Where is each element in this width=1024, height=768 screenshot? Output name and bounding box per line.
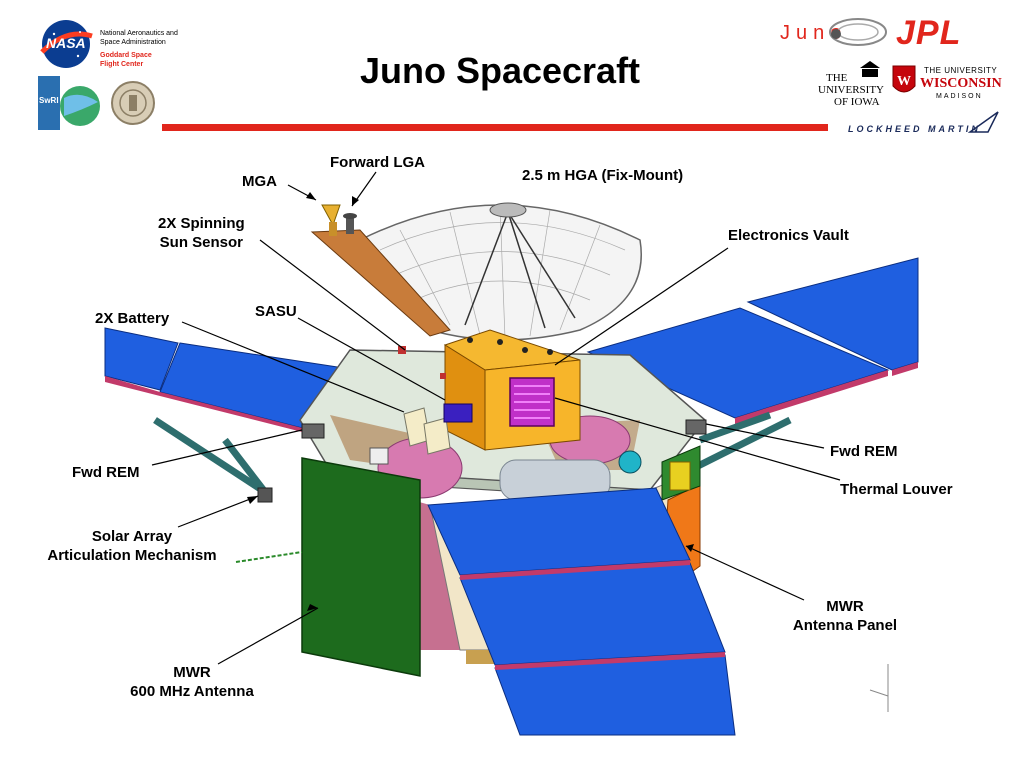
iowa-line2: UNIVERSITY: [818, 84, 884, 96]
goddard-line2: Flight Center: [100, 61, 144, 68]
cyan-sensor: [618, 450, 642, 474]
label-hga: 2.5 m HGA (Fix-Mount): [522, 167, 684, 184]
solar-array-struts: [153, 411, 792, 495]
nasa-name-line1: National Aeronautics and: [100, 30, 178, 37]
label-electronics-vault: Electronics Vault: [728, 227, 849, 244]
label-mwr-600mhz: MWR 600 MHz Antenna: [120, 663, 264, 701]
label-sasu: SASU: [255, 303, 297, 320]
label-sa-mechanism: Solar Array Articulation Mechanism: [34, 527, 230, 565]
iowa-line3: OF IOWA: [834, 96, 880, 108]
goddard-line1: Goddard Space: [100, 52, 152, 59]
label-mga: MGA: [242, 173, 277, 190]
label-forward-lga: Forward LGA: [330, 154, 426, 171]
wisconsin-crest-icon: W: [892, 64, 916, 105]
label-thermal-louver: Thermal Louver: [840, 481, 953, 498]
fwd-rem-thrusters: [301, 419, 707, 439]
label-mwr-600-line2: 600 MHz Antenna: [130, 683, 254, 700]
solar-panel-right: [586, 257, 919, 424]
mwr-600mhz-panel: [301, 457, 421, 677]
label-sun-sensor-line2: Sun Sensor: [159, 234, 244, 251]
label-sa-mechanism-line1: Solar Array: [91, 528, 173, 545]
page-title: Juno Spacecraft: [359, 50, 641, 91]
label-fwd-rem-left: Fwd REM: [72, 464, 140, 481]
iowa-line1: THE: [826, 72, 848, 84]
jpl-logo: JPL: [896, 14, 962, 52]
wisc-line3: MADISON: [936, 93, 983, 100]
electronics-vault: [443, 329, 581, 451]
label-mwr-600-line1: MWR: [173, 664, 211, 681]
nasa-logo: NASA: [36, 18, 96, 70]
lockheed-star-icon: [967, 110, 1004, 141]
wisc-line2: WISCONSIN: [920, 76, 1002, 91]
label-fwd-rem-right: Fwd REM: [830, 443, 898, 460]
title-divider: [162, 124, 828, 131]
wisc-line1: THE UNIVERSITY: [924, 66, 998, 75]
battery-pack: [403, 407, 451, 455]
juno-logo-text: Juno: [780, 22, 848, 44]
university-seal-icon: [110, 78, 156, 133]
hga-dish: [359, 202, 642, 341]
sun-sensor: [398, 346, 406, 354]
iowa-building-icon: [858, 60, 882, 83]
label-mwr-antenna-panel: MWR Antenna Panel: [785, 597, 905, 635]
leader-lines: [151, 171, 841, 665]
label-sa-mechanism-line2: Articulation Mechanism: [47, 547, 217, 564]
swri-mark: SwRI: [39, 96, 59, 105]
juno-orbit-icon: [826, 14, 888, 55]
label-sun-sensor-line1: 2X Spinning: [158, 215, 245, 232]
lockheed-martin-logo: LOCKHEED MARTIN: [848, 124, 981, 134]
swri-logo: SwRI: [38, 76, 102, 132]
sasu-unit: [443, 403, 473, 423]
solar-panel-front: [427, 487, 736, 736]
coordinate-axes-icon: [869, 664, 889, 712]
label-sun-sensor: 2X Spinning Sun Sensor: [158, 214, 245, 252]
sa-articulation-mechanism: [257, 487, 273, 503]
mga-boom: [310, 204, 451, 337]
svg-text:W: W: [897, 74, 911, 89]
nasa-mark: NASA: [46, 35, 86, 51]
label-mwr-panel-line1: MWR: [826, 598, 864, 615]
label-mwr-panel-line2: Antenna Panel: [792, 617, 898, 634]
label-battery: 2X Battery: [95, 310, 170, 327]
nasa-name-line2: Space Administration: [100, 39, 166, 46]
